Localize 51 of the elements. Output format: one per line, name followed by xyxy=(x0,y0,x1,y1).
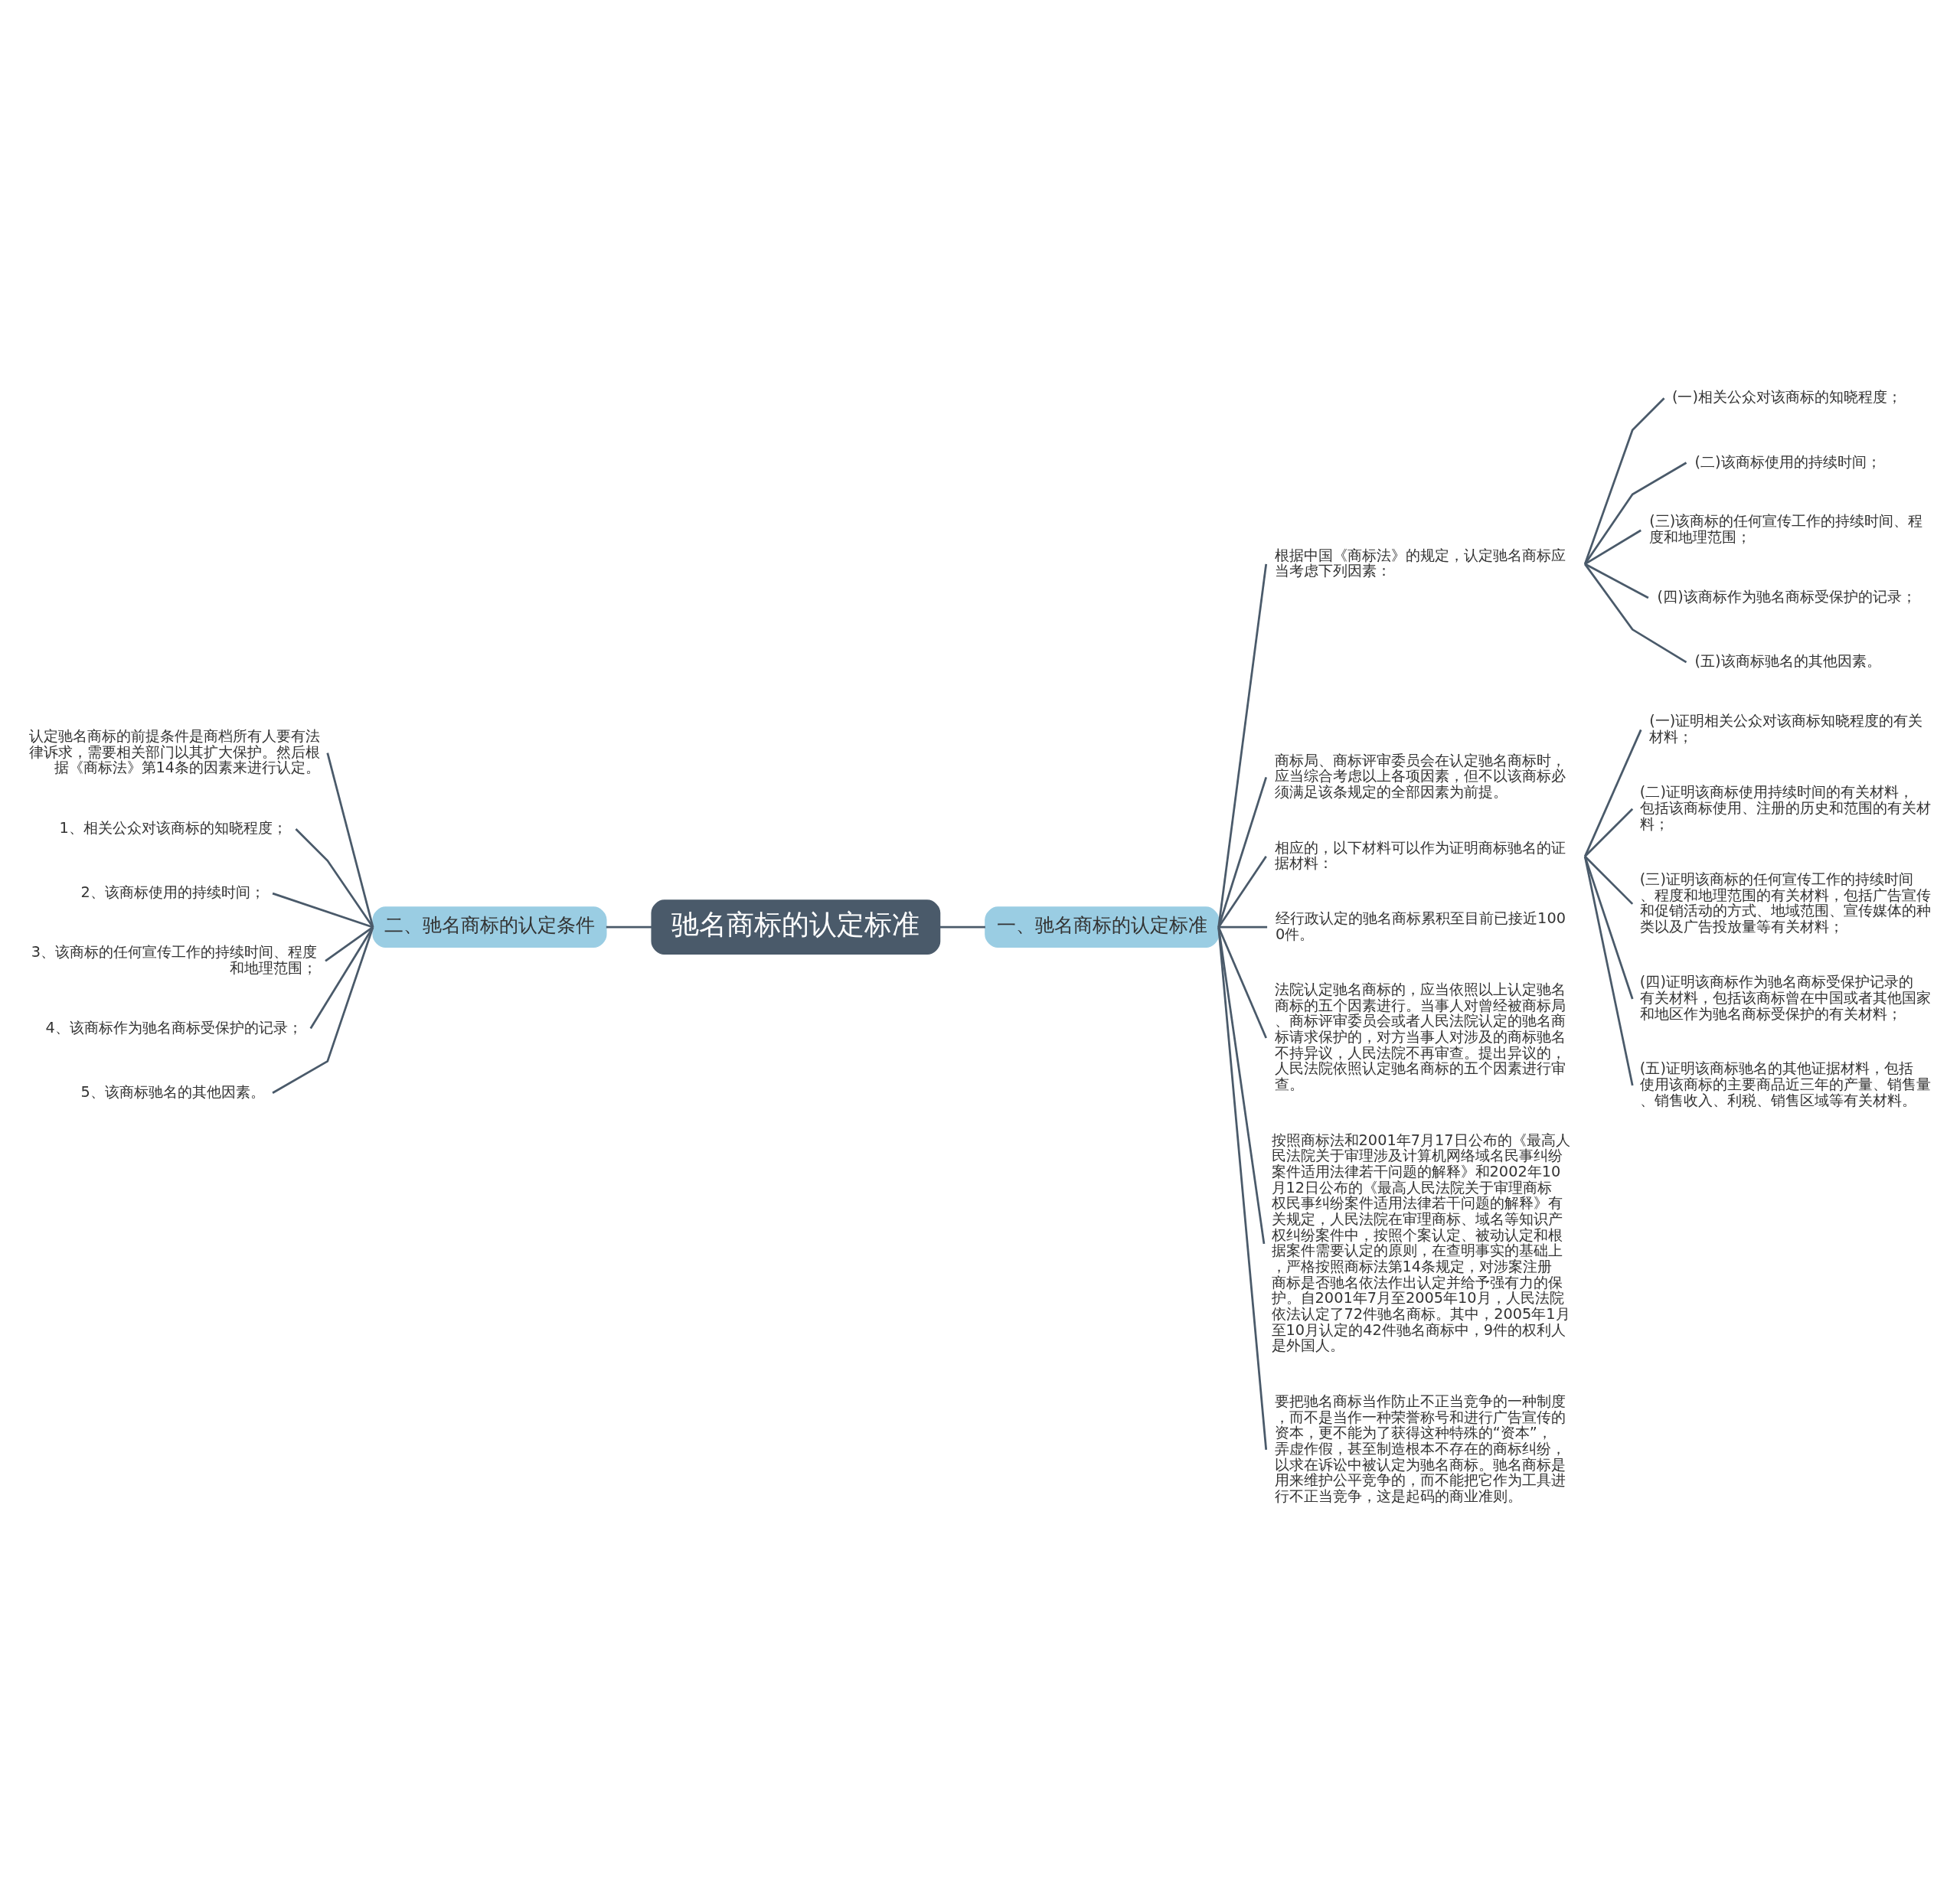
node-text: (五)该商标驰名的其他因素。 xyxy=(1694,651,1881,670)
node-text: 5、该商标驰名的其他因素。 xyxy=(80,1082,265,1101)
node-text: 经行政认定的驰名商标累积至目前已接近1000件。 xyxy=(1276,909,1566,943)
node-text: 3、该商标的任何宣传工作的持续时间、程度和地理范围； xyxy=(31,942,317,977)
node-text: 商标局、商标评审委员会在认定驰名商标时，应当综合考虑以上各项因素，但不以该商标必须满足该条规定的全部因素为前提。 xyxy=(1274,751,1566,801)
node-text: (一)证明相关公众对该商标知晓程度的有关材料； xyxy=(1649,711,1923,746)
connector xyxy=(309,926,374,1029)
connector xyxy=(1584,563,1649,599)
connector xyxy=(1583,397,1665,564)
connector xyxy=(1217,926,1268,1450)
connector xyxy=(1217,855,1267,928)
node-text: 1、相关公众对该商标的知晓程度； xyxy=(59,818,287,837)
connector xyxy=(1584,855,1634,905)
node-text: 2、该商标使用的持续时间； xyxy=(80,883,265,901)
connector xyxy=(326,752,374,928)
node-text: (四)该商标作为驰名商标受保护的记录； xyxy=(1657,587,1916,606)
connector xyxy=(1584,529,1642,565)
connector xyxy=(1217,776,1268,928)
node-text: (三)证明该商标的任何宣传工作的持续时间、程度和地理范围的有关材料，包括广告宣传和促销活动的方式、地域范围、宣传媒体的种类以及广告投放量等有关材料； xyxy=(1639,870,1931,935)
connector xyxy=(325,925,374,961)
node-text: 相应的，以下材料可以作为证明商标驰名的证据材料： xyxy=(1274,838,1566,872)
connector xyxy=(1583,729,1642,857)
node-text: (五)证明该商标驰名的其他证据材料，包括使用该商标的主要商品近三年的产量、销售量、销售收入、利税、销售区域等有关材料。 xyxy=(1639,1059,1931,1109)
connector xyxy=(1584,563,1687,663)
connector xyxy=(272,892,374,928)
connector xyxy=(1217,563,1268,927)
connector xyxy=(1583,856,1634,1085)
node-text: (二)证明该商标使用持续时间的有关材料，包括该商标使用、注册的历史和范围的有关材料； xyxy=(1639,782,1931,833)
node-text: 4、该商标作为驰名商标受保护的记录； xyxy=(45,1018,302,1036)
node-text: (四)证明该商标作为驰名商标受保护记录的有关材料，包括该商标曾在中国或者其他国家和地区作为驰名商标受保护的有关材料； xyxy=(1639,972,1931,1023)
connector xyxy=(1218,925,1268,929)
connector xyxy=(272,926,374,1094)
node-box: 驰名商标的认定标准 xyxy=(651,899,941,955)
node-text: (三)该商标的任何宣传工作的持续时间、程度和地理范围； xyxy=(1649,511,1923,546)
connector xyxy=(295,827,374,928)
connector xyxy=(1584,808,1634,857)
connector xyxy=(606,925,652,929)
node-box: 一、驰名商标的认定标准 xyxy=(985,906,1220,948)
node-text: 认定驰名商标的前提条件是商档所有人要有法律诉求，需要相关部门以其扩大保护。然后根据《商标法》第14条的因素来进行认定。 xyxy=(29,726,321,776)
node-text: (二)该商标使用的持续时间； xyxy=(1694,452,1881,471)
node-text: 根据中国《商标法》的规定，认定驰名商标应当考虑下列因素： xyxy=(1274,546,1566,579)
connector xyxy=(1583,855,1634,999)
connector xyxy=(1217,926,1267,1039)
connector xyxy=(1217,926,1266,1244)
connector xyxy=(939,925,985,929)
connector xyxy=(1584,461,1687,565)
node-box: 二、驰名商标的认定条件 xyxy=(372,906,607,948)
node-text: 按照商标法和2001年7月17日公布的《最高人民法院关于审理涉及计算机网络域名民事纠纷案件适用法律若干问题的解释》和2002年10月12日公布的《最高人民法院关于审理商标权民事纠纷案件适用法律若干问题的解释》有关规定，人民法院在审理商标、域名等知识产权纠纷案件中，按照个案认定、被动认定和根据案件需要认定的原则，在查明事实的基础上，严格按照商标法第14条规定，对涉案注册商标是否驰名依法作出认定并给予强有力的保护。自2001年7月至2005年10月，人民法院依法认定了72件驰名商标。其中，2005年1月至10月认定的42件驰名商标中，9件的权利人是外国人。 xyxy=(1271,1131,1570,1354)
node-text: 法院认定驰名商标的，应当依照以上认定驰名商标的五个因素进行。当事人对曾经被商标局、商标评审委员会或者人民法院认定的驰名商标请求保护的，对方当事人对涉及的商标驰名不持异议，人民法院不再审查。提出异议的，人民法院依照认定驰名商标的五个因素进行审查。 xyxy=(1274,980,1566,1093)
node-text: 要把驰名商标当作防止不正当竞争的一种制度，而不是当作一种荣誉称号和进行广告宣传的资本，更不能为了获得这种特殊的“资本”，弄虚作假，甚至制造根本不存在的商标纠纷，以求在诉讼中被认定为驰名商标。驰名商标是用来维护公平竞争的，而不能把它作为工具进行不正当竞争，这是起码的商业准则。 xyxy=(1274,1392,1566,1505)
node-text: (一)相关公众对该商标的知晓程度； xyxy=(1671,387,1902,406)
